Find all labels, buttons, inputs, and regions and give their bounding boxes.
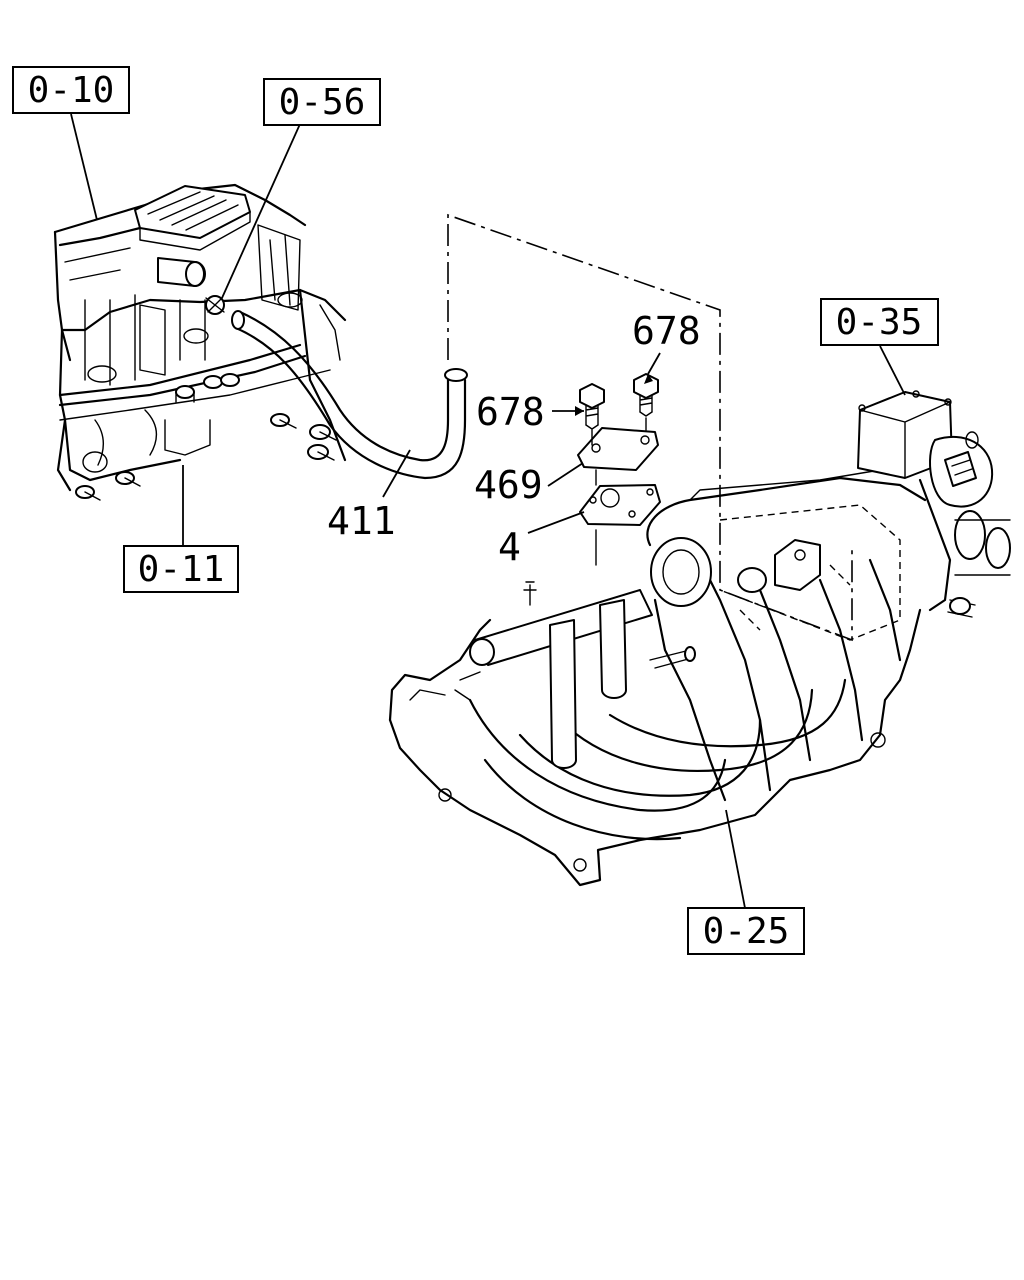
callout-0-10-label: 0-10 [28, 70, 115, 111]
arrow-678-left [575, 406, 584, 416]
intake-manifold-drawing [388, 469, 976, 887]
engine-head-drawing [53, 183, 347, 501]
callout-0-10: 0-10 [12, 66, 130, 114]
bolt-678-left [579, 383, 605, 430]
part-label-4: 4 [498, 525, 521, 569]
callout-0-25: 0-25 [687, 907, 805, 955]
gasket-4 [579, 484, 661, 526]
callout-0-11: 0-11 [123, 545, 239, 593]
part-label-411: 411 [327, 499, 396, 543]
gasket-plate-469 [577, 427, 659, 471]
part-label-469: 469 [474, 463, 543, 507]
callout-0-56: 0-56 [263, 78, 381, 126]
callout-0-25-label: 0-25 [703, 911, 790, 952]
bolt-678-upper [633, 373, 659, 417]
part-label-678-upper: 678 [632, 309, 701, 353]
throttle-body-drawing [857, 390, 1011, 612]
head-studs [75, 373, 337, 501]
alignment-chain-line [447, 213, 853, 642]
arrow-678-upper [644, 374, 653, 384]
part-label-678-left: 678 [476, 390, 545, 434]
callout-0-11-label: 0-11 [138, 549, 225, 590]
hose-drawing [231, 310, 468, 480]
callout-0-56-label: 0-56 [279, 82, 366, 123]
callout-0-35: 0-35 [820, 298, 939, 346]
callout-0-35-label: 0-35 [836, 302, 923, 343]
